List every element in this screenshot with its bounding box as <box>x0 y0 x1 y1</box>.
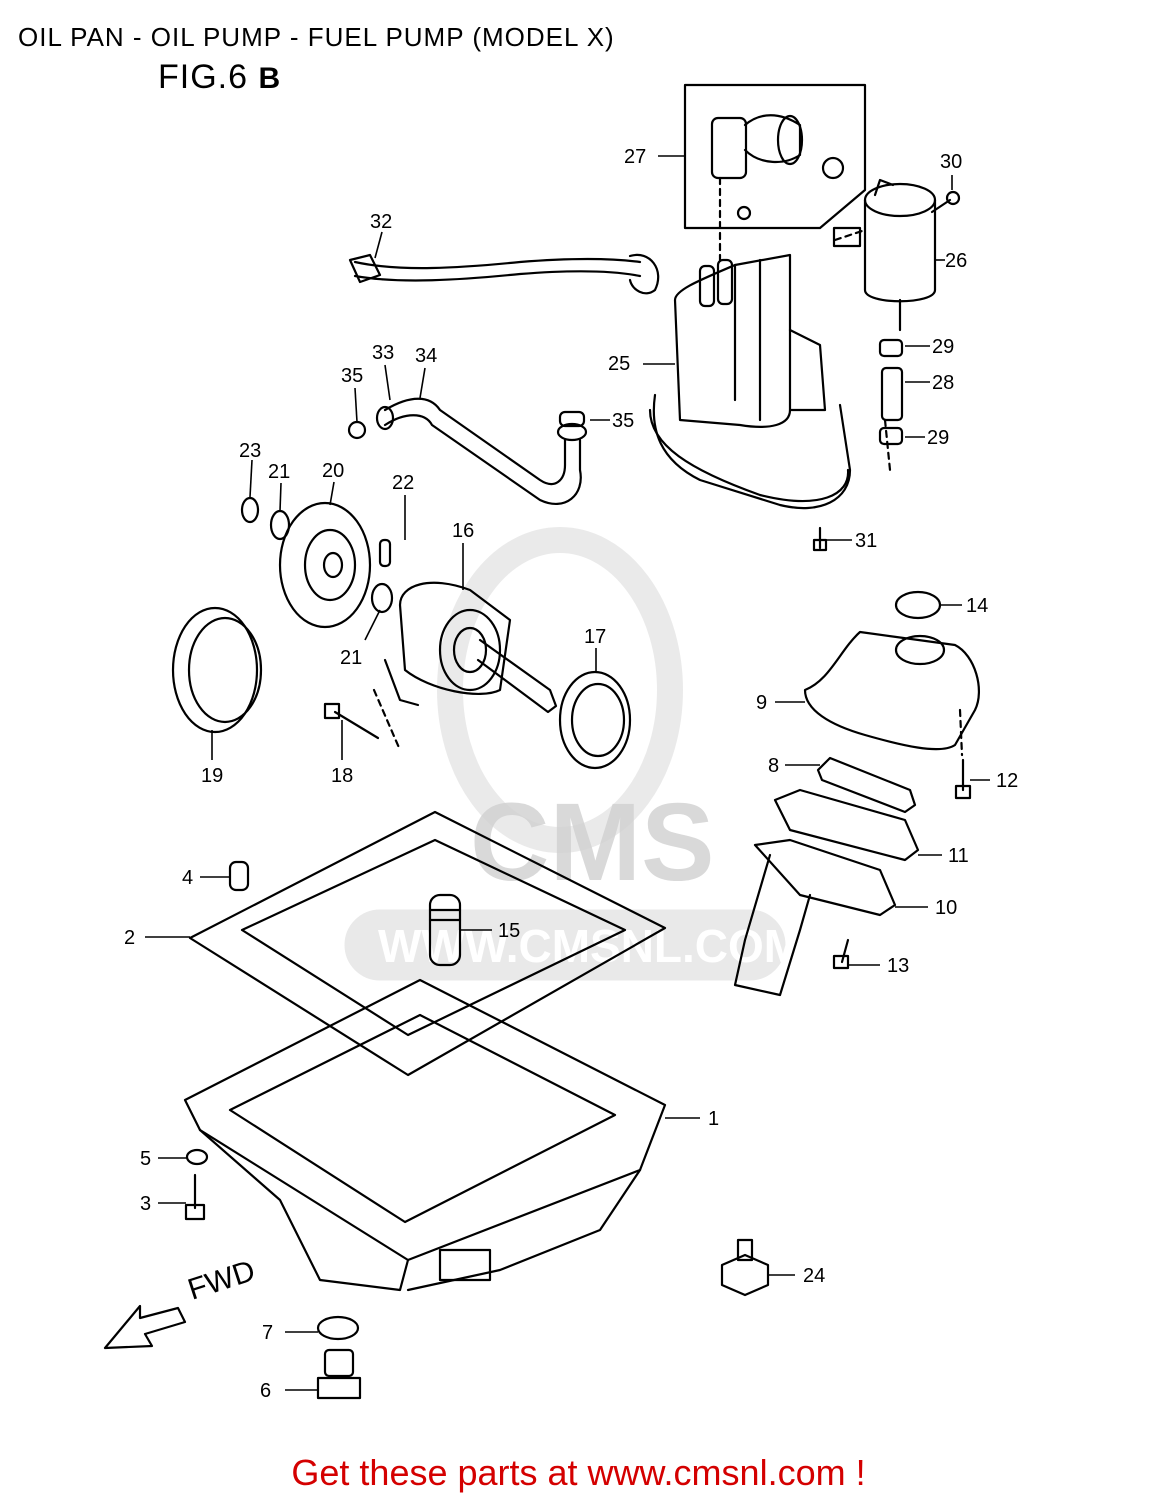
callout-labels: 1 2 3 4 5 6 7 8 9 10 11 12 13 14 15 16 1… <box>124 146 1018 1402</box>
gasket-11 <box>773 788 920 862</box>
leader-lines <box>145 155 990 1391</box>
callout-29a: 29 <box>932 336 954 358</box>
callout-13: 13 <box>887 955 909 977</box>
strainer-housing-9 <box>803 630 980 751</box>
fuel-filter <box>832 178 937 332</box>
callout-22: 22 <box>392 472 414 494</box>
sprocket-20 <box>278 501 372 629</box>
circlip-23 <box>240 496 260 524</box>
drain-plug-24 <box>720 1238 770 1297</box>
bolt-12 <box>954 708 972 800</box>
callout-28: 28 <box>932 372 954 394</box>
fuel-pump-connector-group <box>683 83 867 262</box>
o-ring-14 <box>894 590 942 620</box>
oil-pan-gasket-2 <box>188 810 667 1077</box>
callout-26: 26 <box>945 250 967 272</box>
callout-7: 7 <box>262 1322 273 1344</box>
callout-14: 14 <box>966 595 988 617</box>
callout-2: 2 <box>124 927 135 949</box>
washer-7 <box>316 1315 360 1341</box>
wiring-harness <box>348 253 660 295</box>
callout-34: 34 <box>415 345 437 367</box>
fwd-label: FWD <box>184 1254 259 1306</box>
bolt-3 <box>184 1173 206 1221</box>
callout-1: 1 <box>708 1108 719 1130</box>
callout-35a: 35 <box>341 365 363 387</box>
oil-pump-16 <box>383 581 558 714</box>
plate-8 <box>816 756 917 814</box>
callout-19: 19 <box>201 765 223 787</box>
figure-number: FIG.6 <box>158 58 249 96</box>
get-parts-link[interactable]: Get these parts at www.cmsnl.com ! <box>291 1452 866 1493</box>
callout-8: 8 <box>768 755 779 777</box>
callout-24: 24 <box>803 1265 825 1287</box>
callout-4: 4 <box>182 867 193 889</box>
callout-33: 33 <box>372 342 394 364</box>
callout-12: 12 <box>996 770 1018 792</box>
callout-10: 10 <box>935 897 957 919</box>
fuel-return-hose <box>375 397 588 506</box>
oil-pan-1 <box>183 978 667 1292</box>
callout-20: 20 <box>322 460 344 482</box>
figure-label: FIG.6 B <box>158 58 281 97</box>
fuel-pump-body <box>648 253 852 510</box>
callout-25: 25 <box>608 353 630 375</box>
gasket-17 <box>558 670 632 770</box>
callout-17: 17 <box>584 626 606 648</box>
callout-9: 9 <box>756 692 767 714</box>
page-title: OIL PAN - OIL PUMP - FUEL PUMP (MODEL X) <box>18 22 615 52</box>
oil-strainer-10 <box>733 838 897 997</box>
clamp-35a <box>347 420 367 440</box>
washer-21b <box>370 582 394 614</box>
pin-22 <box>378 538 392 568</box>
footer-banner: Get these parts at www.cmsnl.com ! <box>0 1452 1157 1494</box>
drive-chain-19 <box>171 606 263 734</box>
callout-23: 23 <box>239 440 261 462</box>
callout-21a: 21 <box>268 461 290 483</box>
callout-29b: 29 <box>927 427 949 449</box>
screw-30 <box>930 190 961 214</box>
washer-5 <box>185 1148 209 1166</box>
callout-18: 18 <box>331 765 353 787</box>
figure-suffix: B <box>258 62 282 95</box>
clamp-35b <box>558 410 586 428</box>
callout-15: 15 <box>498 920 520 942</box>
fuel-hose-assembly <box>878 338 904 472</box>
callout-35b: 35 <box>612 410 634 432</box>
callout-6: 6 <box>260 1380 271 1402</box>
drain-plug-6 <box>316 1348 362 1400</box>
callout-16: 16 <box>452 520 474 542</box>
callout-30: 30 <box>940 151 962 173</box>
callout-31: 31 <box>855 530 877 552</box>
callout-27: 27 <box>624 146 646 168</box>
callout-21b: 21 <box>340 647 362 669</box>
fwd-arrow-icon <box>103 1304 187 1350</box>
bolt-18 <box>323 688 402 752</box>
watermark: CMS WWW.CMSNL.COM <box>344 527 802 981</box>
callout-32: 32 <box>370 211 392 233</box>
watermark-brand: CMS <box>470 781 714 904</box>
bolt-31 <box>812 526 828 552</box>
bolt-13 <box>832 938 850 970</box>
callout-3: 3 <box>140 1193 151 1215</box>
dowel-4 <box>228 860 250 892</box>
callout-11: 11 <box>948 845 969 867</box>
callout-5: 5 <box>140 1148 151 1170</box>
